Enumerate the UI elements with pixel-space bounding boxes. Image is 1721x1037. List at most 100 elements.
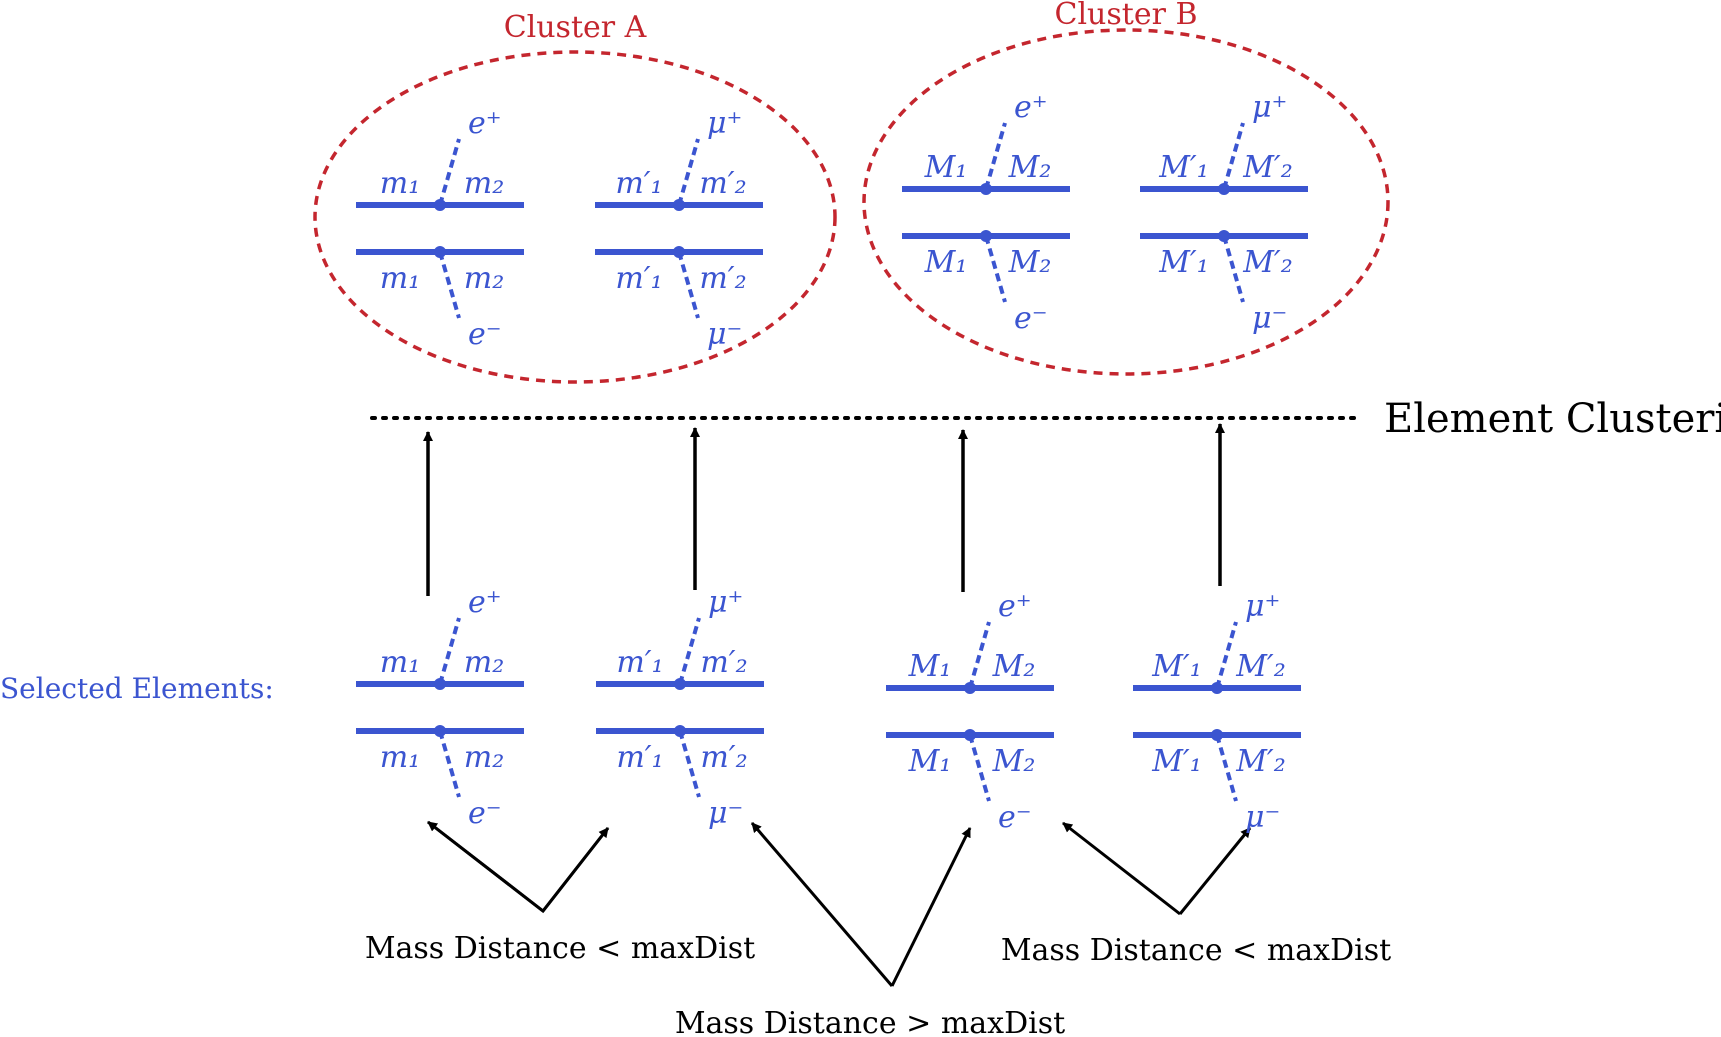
comparison-arrows-middle (750, 822, 972, 987)
bottom-particle-label: e⁻ (1014, 301, 1048, 336)
upper-decay-line (677, 138, 700, 206)
lower-decay-line (678, 730, 701, 798)
lower-left-mass-label: m₁ (380, 261, 420, 296)
lower-left-mass-label: M′₁ (1151, 744, 1202, 779)
element-clustering-label: Element Clustering (1384, 396, 1721, 442)
bottom-particle-label: μ⁻ (1252, 301, 1287, 336)
comparison-text-left: Mass Distance < maxDist (365, 931, 755, 966)
cluster-a-ellipse (313, 50, 837, 384)
lower-left-mass-label: M₁ (908, 744, 952, 779)
lower-decay-line (438, 251, 461, 319)
upper-decay-line (438, 617, 461, 685)
lower-left-mass-label: m₁ (380, 740, 420, 775)
upper-vertex (674, 678, 686, 690)
upper-vertex (980, 183, 992, 195)
lower-decay-line (984, 235, 1007, 303)
lower-vertex (1218, 230, 1230, 242)
upper-vertex (673, 199, 685, 211)
lower-right-mass-label: M₂ (1008, 245, 1052, 280)
cluster-a-element-2: m′₁ m′₂ m′₁ m′₂ μ⁺ μ⁻ (595, 106, 763, 352)
lower-decay-line (1222, 235, 1245, 303)
lower-decay-line (677, 251, 700, 319)
lower-vertex (674, 725, 686, 737)
lower-decay-line (438, 730, 461, 798)
upper-decay-line (678, 617, 701, 685)
upper-vertex (434, 199, 446, 211)
lower-right-mass-label: M₂ (992, 744, 1036, 779)
upper-left-mass-label: M₁ (908, 649, 952, 684)
upper-decay-line (1222, 122, 1245, 190)
comparison-arrows-right (1062, 821, 1252, 916)
upper-right-mass-label: M′₂ (1242, 150, 1293, 185)
elements-layer: m₁ m₂ m₁ m₂ e⁺ e⁻ m′₁ m′₂ m′₁ m′₂ μ⁺ μ⁻ M₁ M₂ M₁ M₂ e⁺ e⁻… (356, 90, 1308, 835)
lower-left-mass-label: M′₁ (1158, 245, 1209, 280)
upper-left-mass-label: M′₁ (1151, 649, 1202, 684)
upper-right-mass-label: M₂ (992, 649, 1036, 684)
selected-elements-label: Selected Elements: (0, 672, 274, 705)
lower-decay-line (968, 734, 991, 802)
lower-vertex (434, 725, 446, 737)
selected-element-1: m₁ m₂ m₁ m₂ e⁺ e⁻ (356, 585, 524, 831)
lower-left-mass-label: m′₁ (615, 261, 662, 296)
bottom-particle-label: e⁻ (468, 317, 502, 352)
upper-decay-line (438, 138, 461, 206)
bottom-particle-label: e⁻ (468, 796, 502, 831)
lower-right-mass-label: M′₂ (1235, 744, 1286, 779)
cluster-b-element-1: M₁ M₂ M₁ M₂ e⁺ e⁻ (902, 90, 1070, 336)
upper-left-mass-label: m₁ (380, 166, 420, 201)
comparison-text-middle: Mass Distance > maxDist (675, 1006, 1065, 1037)
upper-right-mass-label: m′₂ (700, 645, 747, 680)
selected-element-2: m′₁ m′₂ m′₁ m′₂ μ⁺ μ⁻ (596, 585, 764, 831)
top-particle-label: μ⁺ (1245, 589, 1280, 624)
top-particle-label: e⁺ (1014, 90, 1048, 125)
lower-left-mass-label: m′₁ (616, 740, 663, 775)
upper-decay-line (984, 122, 1007, 190)
top-particle-label: μ⁺ (707, 106, 742, 141)
comparison-text-right: Mass Distance < maxDist (1001, 933, 1391, 968)
upper-left-mass-label: M₁ (924, 150, 968, 185)
upper-right-mass-label: M′₂ (1235, 649, 1286, 684)
selected-element-3: M₁ M₂ M₁ M₂ e⁺ e⁻ (886, 589, 1054, 835)
cluster-b-label: Cluster B (1055, 0, 1198, 32)
top-particle-label: e⁺ (468, 585, 502, 620)
lower-vertex (980, 230, 992, 242)
upper-left-mass-label: m′₁ (615, 166, 662, 201)
lower-right-mass-label: M′₂ (1242, 245, 1293, 280)
upper-vertex (1211, 682, 1223, 694)
lower-vertex (964, 729, 976, 741)
bottom-particle-label: μ⁻ (708, 796, 743, 831)
lower-right-mass-label: m₂ (464, 261, 504, 296)
lower-vertex (673, 246, 685, 258)
top-particle-label: e⁺ (468, 106, 502, 141)
bottom-particle-label: μ⁻ (707, 317, 742, 352)
cluster-a-label: Cluster A (504, 10, 647, 45)
lower-right-mass-label: m′₂ (699, 261, 746, 296)
lower-left-mass-label: M₁ (924, 245, 968, 280)
comparison-arrows-left (427, 820, 610, 914)
upper-decay-line (1215, 621, 1238, 689)
upper-left-mass-label: M′₁ (1158, 150, 1209, 185)
upper-vertex (964, 682, 976, 694)
lower-right-mass-label: m′₂ (700, 740, 747, 775)
bottom-particle-label: μ⁻ (1245, 800, 1280, 835)
upper-left-mass-label: m₁ (380, 645, 420, 680)
lower-right-mass-label: m₂ (464, 740, 504, 775)
lower-vertex (434, 246, 446, 258)
upper-right-mass-label: m₂ (464, 645, 504, 680)
lower-vertex (1211, 729, 1223, 741)
upper-left-mass-label: m′₁ (616, 645, 663, 680)
upper-vertex (1218, 183, 1230, 195)
upper-right-mass-label: m′₂ (699, 166, 746, 201)
top-particle-label: μ⁺ (708, 585, 743, 620)
bottom-particle-label: e⁻ (998, 800, 1032, 835)
top-particle-label: e⁺ (998, 589, 1032, 624)
cluster-b-ellipse (862, 28, 1390, 376)
upper-right-mass-label: M₂ (1008, 150, 1052, 185)
upper-vertex (434, 678, 446, 690)
selected-element-4: M′₁ M′₂ M′₁ M′₂ μ⁺ μ⁻ (1133, 589, 1301, 835)
upper-decay-line (968, 621, 991, 689)
